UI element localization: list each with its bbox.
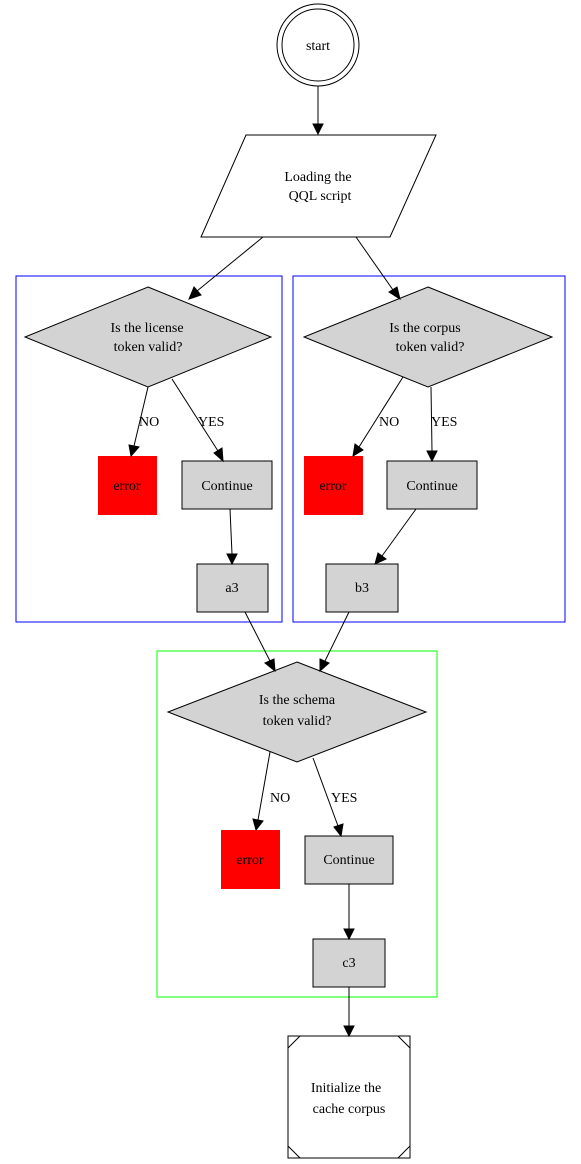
schema-error-node — [221, 830, 280, 889]
a3-node — [196, 563, 269, 613]
license-cluster — [15, 275, 283, 623]
license-decision-node: Is the license token valid? — [23, 286, 273, 388]
license-error-node — [98, 456, 157, 515]
b3-node — [325, 563, 399, 613]
license-no-label: NO — [139, 415, 159, 430]
edge-corpus-continue-b3 — [381, 508, 417, 557]
schema-question-line2: token valid? — [263, 714, 332, 729]
edge-license-no — [133, 386, 149, 447]
edge-load-license — [196, 236, 264, 292]
corpus-continue-node — [386, 460, 478, 510]
corpus-error-node — [304, 456, 363, 515]
corpus-error-label: error — [319, 479, 347, 494]
license-continue-node — [181, 460, 273, 510]
edge-corpus-yes — [430, 386, 433, 452]
corpus-no-label: NO — [379, 415, 399, 430]
load-label-line2: QQL script — [289, 189, 352, 204]
license-question-line1: Is the license — [110, 321, 183, 336]
schema-question-line1: Is the schema — [259, 693, 336, 708]
license-error-label: error — [113, 479, 141, 494]
license-continue-label: Continue — [201, 479, 252, 494]
edge-license-continue-a3 — [229, 508, 233, 555]
edge-license-yes — [171, 378, 219, 452]
edge-load-corpus — [355, 236, 394, 291]
edge-schema-yes — [312, 757, 339, 827]
init-label-line1: Initialize the — [311, 1081, 381, 1096]
start-label: start — [306, 39, 330, 54]
corpus-continue-label: Continue — [406, 479, 457, 494]
init-cache-node: Initialize the cache corpus — [287, 1035, 411, 1159]
schema-yes-label: YES — [331, 791, 357, 806]
corpus-decision-node: Is the corpus token valid? — [302, 286, 554, 388]
c3-node — [312, 938, 386, 988]
edge-b3-schema — [324, 611, 350, 662]
schema-continue-label: Continue — [323, 853, 374, 868]
corpus-cluster — [292, 275, 566, 623]
a3-label: a3 — [225, 581, 238, 596]
schema-error-label: error — [236, 853, 264, 868]
license-question-line2: token valid? — [114, 340, 183, 355]
start-node: start — [276, 3, 360, 87]
schema-no-label: NO — [270, 791, 290, 806]
corpus-yes-label: YES — [431, 415, 457, 430]
edge-schema-no — [257, 751, 271, 821]
edges: NO YES NO YES NO YES — [128, 86, 457, 1038]
load-label-line1: Loading the — [284, 170, 351, 185]
corpus-question-line1: Is the corpus — [389, 321, 461, 336]
c3-label: c3 — [342, 956, 355, 971]
init-label-line2: cache corpus — [313, 1102, 386, 1117]
corpus-question-line2: token valid? — [396, 340, 465, 355]
edge-a3-schema — [244, 611, 271, 662]
b3-label: b3 — [355, 581, 369, 596]
schema-cluster — [156, 650, 438, 998]
edge-corpus-no — [358, 376, 404, 448]
load-script-node: Loading the QQL script — [200, 134, 437, 238]
license-yes-label: YES — [198, 415, 224, 430]
schema-decision-node: Is the schema token valid? — [166, 661, 428, 763]
